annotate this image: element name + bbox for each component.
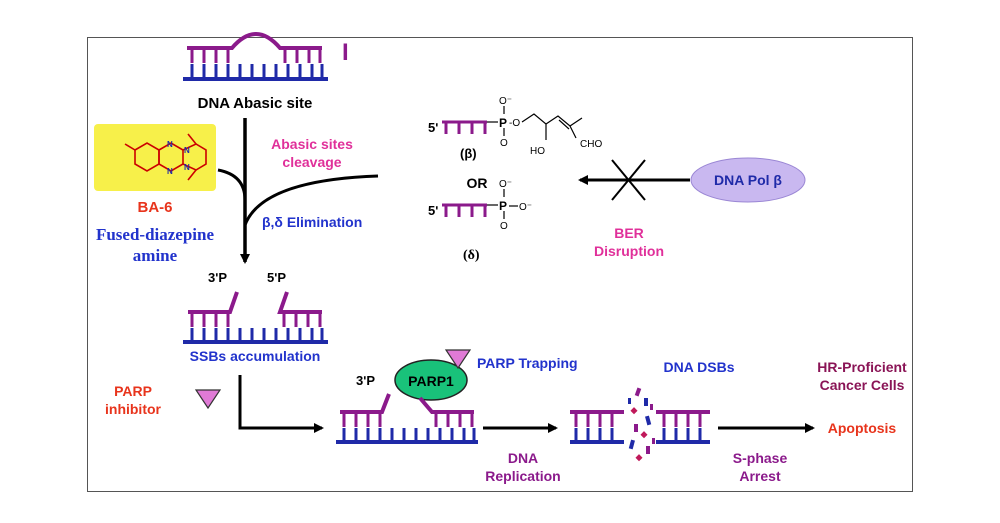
- delta-o-minus-right: O⁻: [519, 202, 532, 213]
- abasic-cleavage-label-line1: Abasic sites: [271, 136, 353, 152]
- elbow-arrow: [238, 375, 324, 433]
- ssb-duplex: [183, 291, 328, 344]
- parp1-ellipse: [394, 359, 468, 401]
- beta-o-minus: O⁻: [499, 96, 512, 107]
- fused-diazepine-label-line1: Fused-diazepine: [96, 225, 215, 244]
- panel-marker: I: [342, 39, 349, 66]
- diazepine-n-bottom: N: [184, 163, 190, 172]
- hr-proficient-line1: HR-Proficient: [817, 359, 907, 375]
- parp-inhibitor-line2: inhibitor: [105, 401, 162, 417]
- ssb-5p-label: 5ʹP: [267, 270, 286, 285]
- abasic-cleavage-label-line2: cleavage: [282, 154, 341, 170]
- product-exit-curve: [243, 174, 379, 226]
- delta-o-minus-top: O⁻: [499, 179, 512, 190]
- figure-frame: [87, 37, 913, 492]
- parp-3p-label: 3ʹP: [356, 373, 375, 388]
- beta-cho: CHO: [580, 139, 602, 150]
- delta-label: (δ): [463, 248, 480, 263]
- beta-o-double: O: [500, 138, 508, 149]
- block-cross-b: [611, 159, 646, 201]
- parp-trapping-label: PARP Trapping: [477, 355, 578, 371]
- compound-name: BA-6: [137, 199, 172, 216]
- ber-disruption-line1: BER: [614, 225, 644, 241]
- dna-replication-line1: DNA: [508, 450, 538, 466]
- ssb-accumulation-label: SSBs accumulation: [190, 348, 321, 364]
- dna-abasic-site-label: DNA Abasic site: [198, 95, 313, 112]
- or-label: OR: [467, 175, 488, 191]
- delta-phosphorus: P: [499, 199, 507, 213]
- beta-o-ester: -O: [509, 118, 520, 129]
- dna-abasic-duplex: [183, 32, 328, 81]
- dsb-duplex: [570, 410, 710, 444]
- beta-5prime: 5ʹ: [428, 120, 438, 135]
- beta-strand: [442, 120, 487, 134]
- apoptosis-label: Apoptosis: [828, 420, 897, 436]
- ring-n-bottom: N: [167, 167, 173, 176]
- hr-proficient-line2: Cancer Cells: [820, 377, 905, 393]
- delta-o-double: O: [500, 221, 508, 232]
- ba6-entry-curve: [217, 168, 247, 201]
- parp1-label: PARP1: [408, 373, 454, 389]
- dna-dsbs-label: DNA DSBs: [663, 359, 734, 375]
- parp-inhibitor-line1: PARP: [114, 383, 152, 399]
- diazepine-n-top: N: [184, 146, 190, 155]
- beta-phosphorus: P: [499, 116, 507, 130]
- ba6-structure: [124, 133, 207, 181]
- sphase-arrest-line1: S-phase: [733, 450, 788, 466]
- delta-strand: [442, 203, 487, 217]
- sphase-arrest-line2: Arrest: [739, 468, 781, 484]
- beta-label: (β): [460, 146, 477, 161]
- parp-duplex: [336, 393, 478, 444]
- ring-n-top: N: [167, 140, 173, 149]
- elimination-label: β,δ Elimination: [262, 214, 362, 230]
- parp-inhibitor-triangle: [194, 389, 222, 410]
- ssb-3p-label: 3ʹP: [208, 270, 227, 285]
- dna-replication-line2: Replication: [485, 468, 560, 484]
- delta-5prime: 5ʹ: [428, 203, 438, 218]
- dna-fragments: [628, 387, 655, 462]
- compound-highlight-box: [94, 124, 216, 191]
- beta-ho: HO: [530, 146, 545, 157]
- dna-pol-beta-label: DNA Pol β: [714, 172, 782, 188]
- ber-disruption-line2: Disruption: [594, 243, 664, 259]
- dna-pol-beta-ellipse: [690, 157, 806, 203]
- trapped-inhibitor-triangle: [444, 349, 472, 370]
- fused-diazepine-label-line2: amine: [133, 246, 178, 265]
